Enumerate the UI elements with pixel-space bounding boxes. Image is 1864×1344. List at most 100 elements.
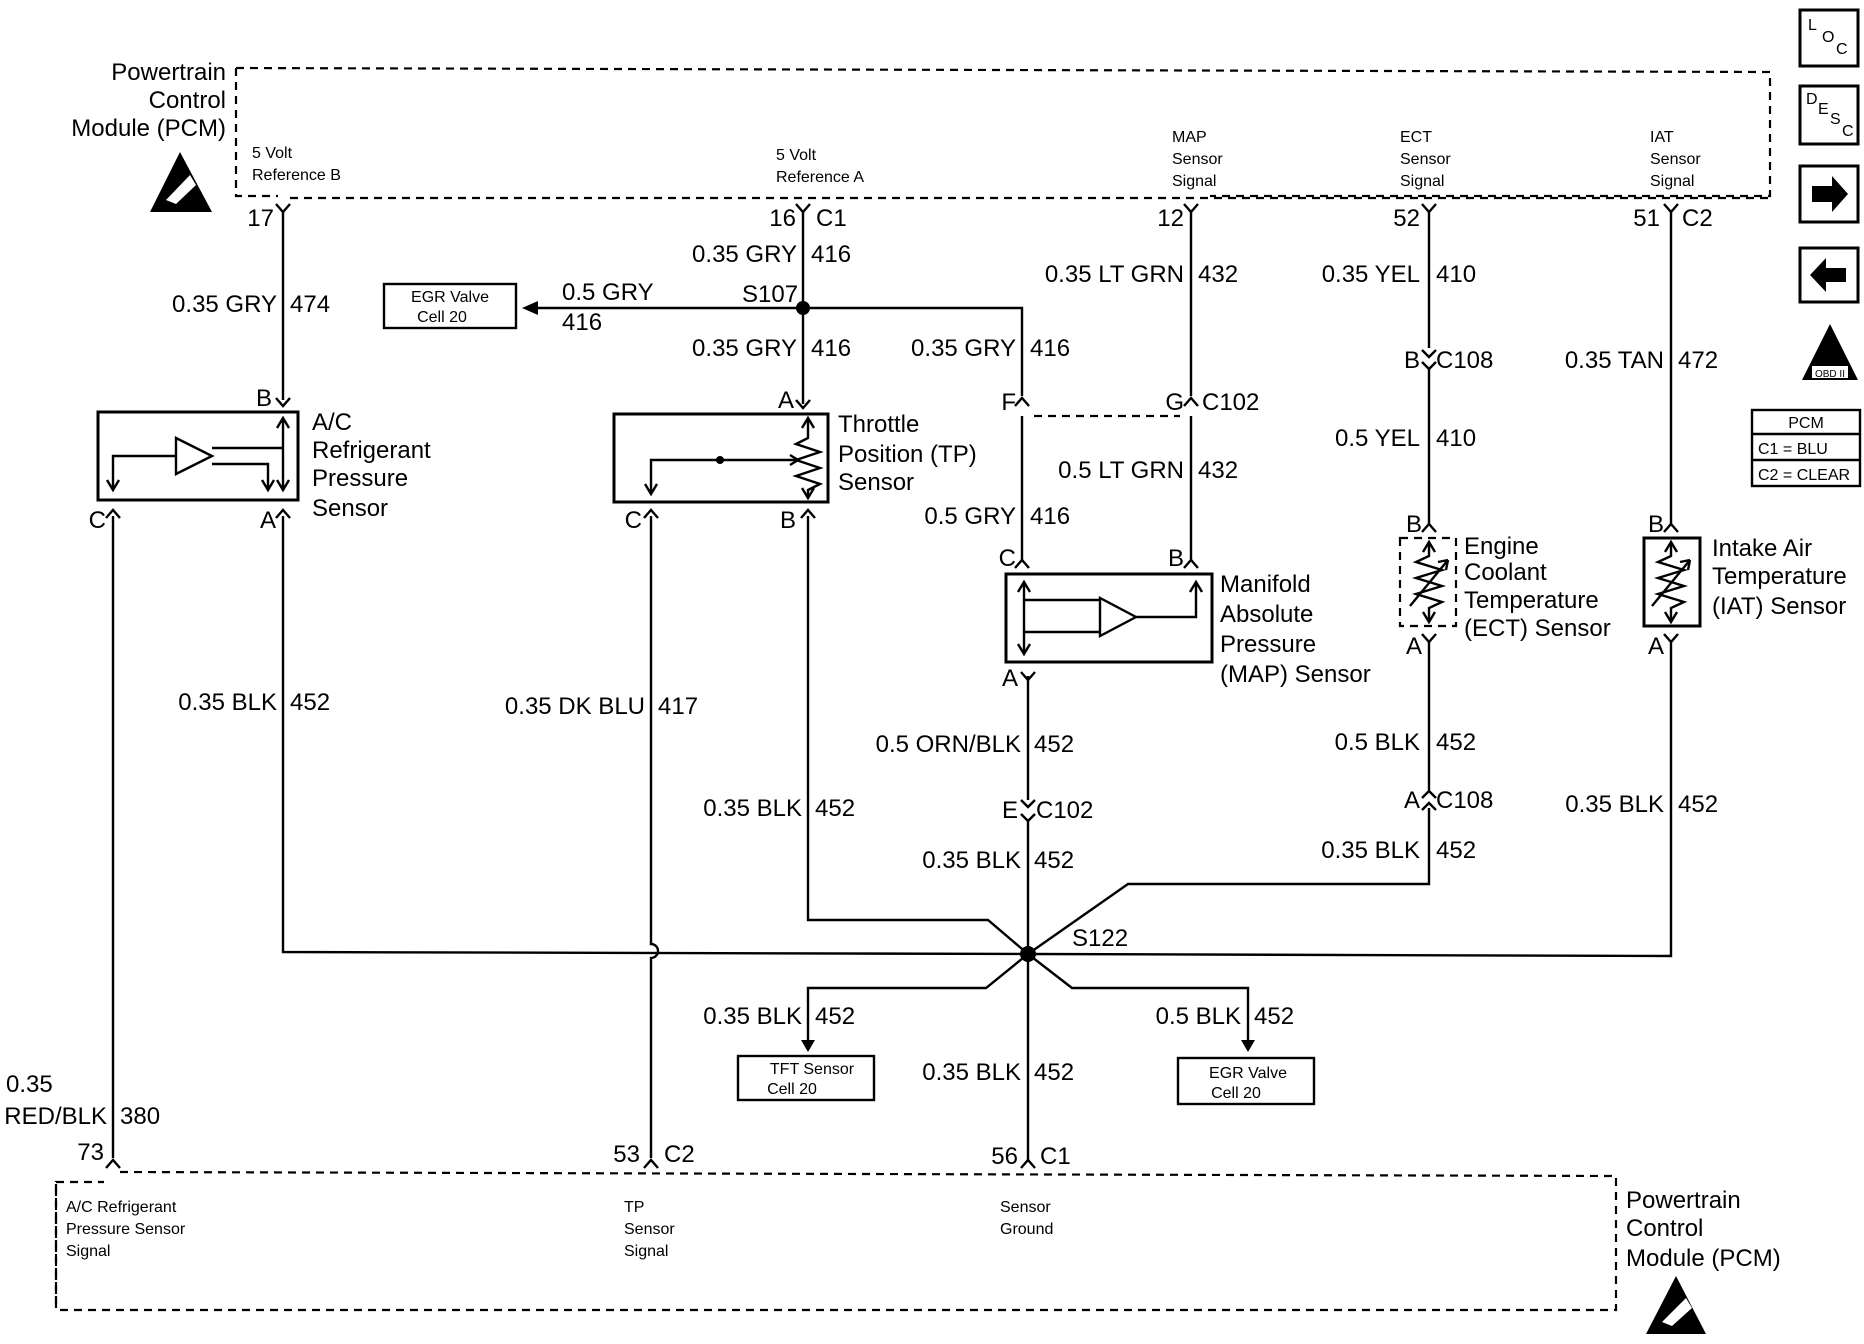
c102-top-name: C102 bbox=[1202, 389, 1259, 416]
pin-label-ac-3: Signal bbox=[66, 1243, 110, 1260]
ect-name-2: Coolant bbox=[1464, 559, 1547, 586]
map-pin-c: C bbox=[999, 545, 1016, 572]
tp-pin-b: B bbox=[780, 507, 796, 534]
ect-name-4: (ECT) Sensor bbox=[1464, 615, 1611, 642]
wire-452egr-color: 0.5 BLK bbox=[1156, 1003, 1241, 1030]
wire-416a-color: 0.35 GRY bbox=[692, 241, 797, 268]
tft-name: TFT Sensor bbox=[770, 1061, 855, 1078]
ect-sensor[interactable]: B A Engine Coolant Temperature (ECT) Sen… bbox=[1398, 511, 1611, 660]
pin-label-tp-2: Sensor bbox=[624, 1221, 675, 1238]
iat-pin-b: B bbox=[1648, 511, 1664, 538]
wire-452ect1-color: 0.5 BLK bbox=[1335, 729, 1420, 756]
pcm-top-title-1: Powertrain bbox=[111, 59, 226, 86]
wire-380-color-1: 0.35 bbox=[6, 1071, 53, 1098]
c102-pin-e: E bbox=[1002, 797, 1018, 824]
wire-452mid-color: 0.35 BLK bbox=[922, 847, 1021, 874]
pcm-bottom-title-1: Powertrain bbox=[1626, 1187, 1741, 1214]
wire-452gnd-circuit: 452 bbox=[1034, 1059, 1074, 1086]
pin-label-iat-1: IAT bbox=[1650, 129, 1674, 146]
wires bbox=[111, 212, 1673, 1160]
left-arrow-icon bbox=[1810, 258, 1846, 292]
iat-pin-a: A bbox=[1648, 633, 1664, 660]
desc-button[interactable]: D E S C bbox=[1798, 84, 1860, 146]
pin-label-tp-1: TP bbox=[624, 1199, 644, 1216]
wire-452iat-circuit: 452 bbox=[1678, 791, 1718, 818]
wire-410b-color: 0.5 YEL bbox=[1335, 425, 1420, 452]
pcm-connector-key: PCM C1 = BLU C2 = CLEAR bbox=[1750, 408, 1862, 488]
loc-button[interactable]: L O C bbox=[1798, 8, 1860, 68]
tft-sensor-ref[interactable]: TFT Sensor Cell 20 bbox=[736, 1054, 876, 1102]
pin-label-ref-b-2: Reference B bbox=[252, 167, 341, 184]
map-name-1: Manifold bbox=[1220, 571, 1311, 598]
pcm-key-c2: C2 = CLEAR bbox=[1758, 467, 1850, 484]
ect-name-3: Temperature bbox=[1464, 587, 1599, 614]
pin-label-ref-b-1: 5 Volt bbox=[252, 145, 293, 162]
iat-sensor[interactable]: B A Intake Air Temperature (IAT) Sensor bbox=[1642, 511, 1847, 660]
desc-letter-e: E bbox=[1818, 101, 1829, 118]
c108-top-name: C108 bbox=[1436, 347, 1493, 374]
conn-c1-bottom: C1 bbox=[1040, 1143, 1071, 1170]
back-button[interactable] bbox=[1798, 246, 1860, 304]
wire-416d-color: 0.5 GRY bbox=[924, 503, 1016, 530]
pcm-bottom: 73 53 C2 56 C1 A/C Refrigerant Pressure … bbox=[54, 1139, 1781, 1334]
wire-417-color: 0.35 DK BLU bbox=[505, 693, 645, 720]
ac-name-2: Refrigerant bbox=[312, 437, 431, 464]
pin-51: 51 bbox=[1633, 205, 1660, 232]
iat-name-1: Intake Air bbox=[1712, 535, 1812, 562]
tp-name-1: Throttle bbox=[838, 411, 919, 438]
tft-cell: Cell 20 bbox=[767, 1081, 817, 1098]
ac-name-4: Sensor bbox=[312, 495, 388, 522]
wire-labels: 0.35 GRY 474 0.35 GRY 416 0.35 GRY 416 0… bbox=[4, 241, 1718, 1130]
wire-380-circuit: 380 bbox=[120, 1103, 160, 1130]
wire-452tp-circuit: 452 bbox=[815, 795, 855, 822]
pin-label-gnd-1: Sensor bbox=[1000, 1199, 1051, 1216]
tp-name-3: Sensor bbox=[838, 469, 914, 496]
egr-top-cell: Cell 20 bbox=[417, 309, 467, 326]
pin-label-iat-3: Signal bbox=[1650, 173, 1694, 190]
tp-sensor[interactable]: A C B Throttle Position (TP) Sensor bbox=[612, 387, 977, 534]
wire-452mid-circuit: 452 bbox=[1034, 847, 1074, 874]
egr-valve-ref-top[interactable]: EGR Valve Cell 20 bbox=[382, 282, 518, 330]
forward-button[interactable] bbox=[1798, 164, 1860, 224]
loc-letter-c: C bbox=[1836, 41, 1848, 58]
desc-letter-c: C bbox=[1842, 123, 1854, 140]
pin-56: 56 bbox=[991, 1143, 1018, 1170]
c102-pin-f: F bbox=[1001, 389, 1016, 416]
wire-452tp-color: 0.35 BLK bbox=[703, 795, 802, 822]
egr-valve-ref-bottom[interactable]: EGR Valve Cell 20 bbox=[1176, 1056, 1316, 1106]
loc-letter-l: L bbox=[1808, 17, 1817, 34]
map-pin-b: B bbox=[1168, 545, 1184, 572]
pcm-key-title: PCM bbox=[1788, 415, 1824, 432]
pin-73: 73 bbox=[77, 1139, 104, 1166]
wire-452iat-color: 0.35 BLK bbox=[1565, 791, 1664, 818]
wire-380-color-2: RED/BLK bbox=[4, 1103, 107, 1130]
obd-ii-icon[interactable]: OBD II bbox=[1802, 324, 1858, 380]
wire-452ac-color: 0.35 BLK bbox=[178, 689, 277, 716]
pin-label-map-3: Signal bbox=[1172, 173, 1216, 190]
pin-label-ref-a-1: 5 Volt bbox=[776, 147, 817, 164]
wire-410b-circuit: 410 bbox=[1436, 425, 1476, 452]
wire-452ect2-circuit: 452 bbox=[1436, 837, 1476, 864]
map-sensor[interactable]: C B A Manifold Absolute Pressure (MAP) S… bbox=[999, 545, 1371, 692]
loc-letter-o: O bbox=[1822, 29, 1834, 46]
obd-label: OBD II bbox=[1815, 369, 1845, 380]
pcm-key-c1: C1 = BLU bbox=[1758, 441, 1828, 458]
wire-416c-color: 0.35 GRY bbox=[911, 335, 1016, 362]
wire-416b-color: 0.35 GRY bbox=[692, 335, 797, 362]
map-name-2: Absolute bbox=[1220, 601, 1313, 628]
ac-pin-b: B bbox=[256, 385, 272, 412]
ac-pressure-sensor[interactable]: B C A A/C Refrigerant Pressure Sensor bbox=[89, 385, 431, 534]
desc-letter-d: D bbox=[1806, 91, 1818, 108]
pcm-top: Powertrain Control Module (PCM) 5 Volt R… bbox=[71, 59, 1772, 232]
pin-12: 12 bbox=[1157, 205, 1184, 232]
ac-pin-c: C bbox=[89, 507, 106, 534]
pcm-bottom-title-2: Control bbox=[1626, 1215, 1703, 1242]
pin-17: 17 bbox=[247, 205, 274, 232]
splice-s122-label: S122 bbox=[1072, 925, 1128, 952]
tp-pin-a: A bbox=[778, 387, 794, 414]
iat-name-3: (IAT) Sensor bbox=[1712, 593, 1846, 620]
wire-474-circuit: 474 bbox=[290, 291, 330, 318]
ect-pin-b: B bbox=[1406, 511, 1422, 538]
wire-472-circuit: 472 bbox=[1678, 347, 1718, 374]
